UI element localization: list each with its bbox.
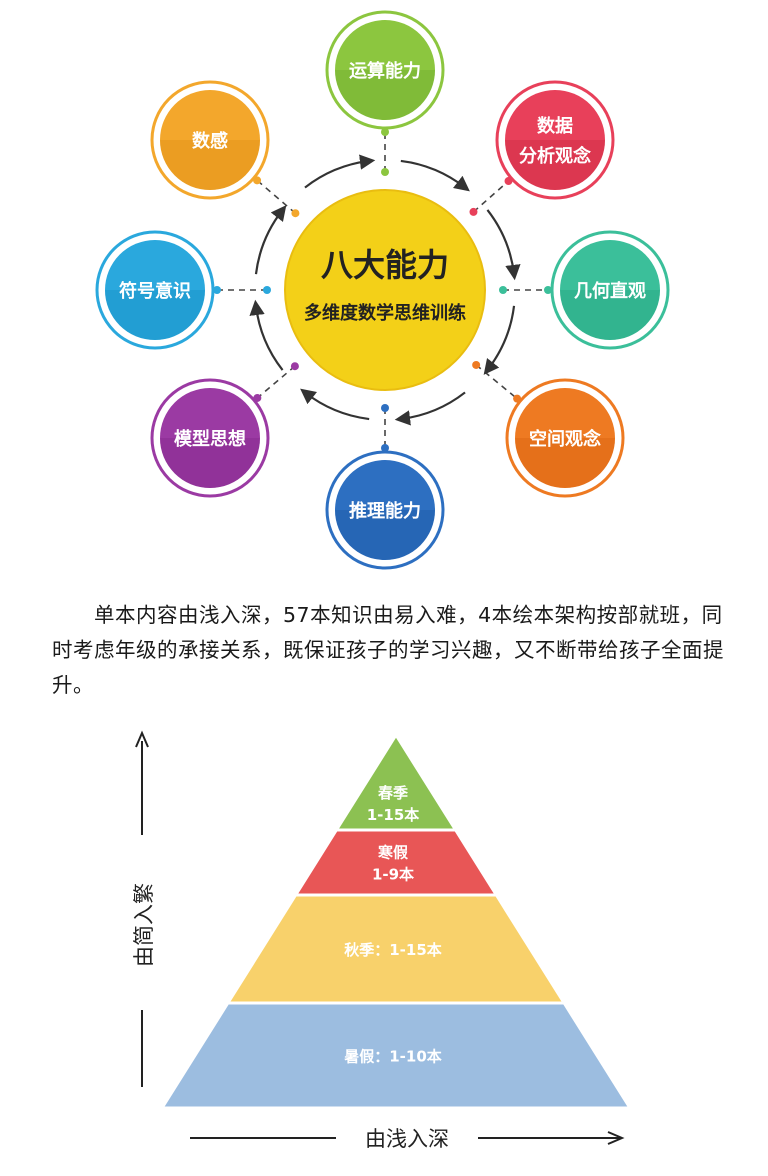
ability-label-calc: 运算能力 bbox=[349, 60, 421, 82]
pyramid-level-spring: 春季 1-15本 bbox=[333, 732, 459, 832]
pyramid-label-winter-1: 寒假 bbox=[378, 844, 409, 862]
spoke-dot-inner-geometry bbox=[499, 286, 507, 294]
vertical-axis: 由简入繁 bbox=[132, 730, 156, 1087]
spoke-dot-inner-symbol bbox=[263, 286, 271, 294]
spoke-line-space bbox=[475, 364, 518, 400]
spoke-line-model bbox=[256, 365, 296, 399]
pyramid-level-winter: 寒假 1-9本 bbox=[292, 828, 500, 897]
ability-ring-number-sense bbox=[150, 80, 270, 200]
cycle-arrow-1 bbox=[400, 159, 470, 192]
ability-shade-calc bbox=[335, 70, 435, 120]
ability-node-symbol: 符号意识 bbox=[95, 230, 215, 350]
pyramid-label-summer: 暑假：1-10本 bbox=[344, 1048, 442, 1066]
pyramid-label-spring-2: 1-15本 bbox=[367, 806, 420, 824]
ability-disc-geometry bbox=[560, 240, 660, 340]
ability-ring-geometry bbox=[550, 230, 670, 350]
ability-label-number-sense: 数感 bbox=[192, 130, 228, 152]
pyramid-label-autumn: 秋季：1-15本 bbox=[344, 941, 442, 959]
ability-label-data-1: 数据 bbox=[537, 115, 573, 137]
ability-disc-data bbox=[505, 90, 605, 190]
spoke-dot-inner-data bbox=[469, 207, 478, 216]
description-paragraph: 单本内容由浅入深，57本知识由易入难，4本绘本架构按部就班，同时考虑年级的承接关… bbox=[52, 603, 724, 697]
cycle-arrow-3 bbox=[483, 305, 516, 375]
pyramid-level-summer: 暑假：1-10本 bbox=[159, 1001, 633, 1110]
spoke-dot-outer-reasoning bbox=[381, 444, 389, 452]
cycle-arrow-8 bbox=[304, 154, 376, 189]
spoke-dot-outer-calc bbox=[381, 128, 389, 136]
ability-shade-data bbox=[505, 140, 605, 190]
ability-ring-model bbox=[150, 378, 270, 498]
ability-shade-model bbox=[160, 438, 260, 488]
spoke-dot-inner-model bbox=[290, 362, 299, 371]
ability-node-geometry: 几何直观 bbox=[550, 230, 670, 350]
horizontal-axis-label: 由浅入深 bbox=[365, 1127, 449, 1151]
ability-label-data-2: 分析观念 bbox=[519, 145, 591, 167]
cycle-arrow-4 bbox=[394, 391, 466, 426]
ability-shade-reasoning bbox=[335, 510, 435, 560]
ability-disc-space bbox=[515, 388, 615, 488]
ability-ring-calc bbox=[325, 10, 445, 130]
spoke-dot-outer-symbol bbox=[213, 286, 221, 294]
spoke-lines bbox=[213, 128, 552, 452]
ability-disc-model bbox=[160, 388, 260, 488]
spoke-dot-inner-space bbox=[472, 360, 481, 369]
spoke-line-number-sense bbox=[256, 179, 296, 214]
spoke-line-data bbox=[472, 180, 510, 213]
ability-label-space: 空间观念 bbox=[529, 428, 601, 450]
center-title: 八大能力 bbox=[321, 246, 449, 284]
cycle-arrows bbox=[249, 154, 521, 426]
ability-label-geometry: 几何直观 bbox=[574, 280, 646, 302]
ability-node-calc: 运算能力 bbox=[325, 10, 445, 130]
horizontal-axis: 由浅入深 bbox=[190, 1127, 625, 1151]
ability-node-number-sense: 数感 bbox=[150, 80, 270, 200]
ability-label-symbol: 符号意识 bbox=[119, 280, 191, 302]
ability-label-reasoning: 推理能力 bbox=[349, 500, 421, 522]
ability-ring-symbol bbox=[95, 230, 215, 350]
spoke-dot-inner-calc bbox=[381, 168, 389, 176]
center-subtitle: 多维度数学思维训练 bbox=[304, 302, 466, 324]
spoke-dot-inner-reasoning bbox=[381, 404, 389, 412]
ability-disc-symbol bbox=[105, 240, 205, 340]
ability-node-space: 空间观念 bbox=[505, 378, 625, 498]
ability-ring-space bbox=[505, 378, 625, 498]
vertical-axis-label: 由简入繁 bbox=[132, 883, 156, 967]
center-circle: 八大能力 多维度数学思维训练 bbox=[284, 189, 486, 391]
spoke-dot-outer-geometry bbox=[544, 286, 552, 294]
cycle-arrow-2 bbox=[486, 209, 521, 281]
ability-node-model: 模型思想 bbox=[150, 378, 270, 498]
ability-disc-calc bbox=[335, 20, 435, 120]
ability-disc-number-sense bbox=[160, 90, 260, 190]
ability-shade-geometry bbox=[560, 290, 660, 340]
ability-shade-number-sense bbox=[160, 140, 260, 190]
ability-shade-space bbox=[515, 438, 615, 488]
pyramid-band-summer bbox=[159, 1001, 633, 1110]
cycle-arrow-6 bbox=[249, 299, 284, 371]
ability-ring-reasoning bbox=[325, 450, 445, 570]
ability-shade-symbol bbox=[105, 290, 205, 340]
ability-disc-reasoning bbox=[335, 460, 435, 560]
pyramid-label-winter-2: 1-9本 bbox=[372, 866, 414, 884]
cycle-arrow-7 bbox=[254, 205, 287, 275]
cycle-arrow-5 bbox=[300, 388, 370, 421]
pyramid-level-autumn: 秋季：1-15本 bbox=[225, 893, 567, 1005]
ability-node-reasoning: 推理能力 bbox=[325, 450, 445, 570]
ability-ring-data bbox=[495, 80, 615, 200]
spoke-dot-inner-number-sense bbox=[291, 209, 300, 218]
pyramid-label-spring-1: 春季 bbox=[378, 784, 408, 802]
ability-label-model: 模型思想 bbox=[174, 428, 246, 450]
pyramid-band-winter bbox=[292, 828, 500, 897]
